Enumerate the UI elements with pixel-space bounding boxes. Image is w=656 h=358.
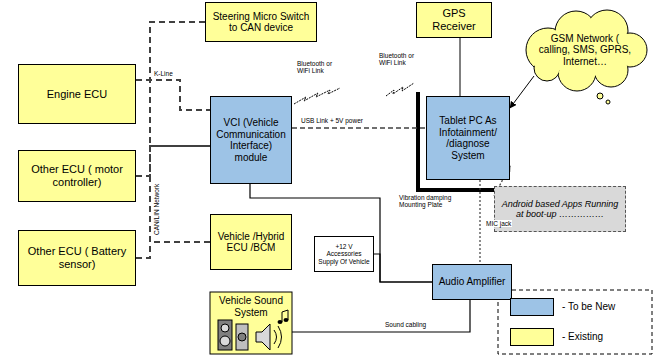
link-label: Bluetooth or WiFi Link — [378, 52, 422, 67]
legend-swatch — [510, 298, 554, 316]
sound-system-box — [221, 324, 229, 332]
node-text: +12 V Accessories Supply Of Vehicle — [318, 243, 370, 265]
bus-line — [136, 146, 210, 176]
connector-label: K-Line — [153, 70, 174, 77]
plate-label: Vibration damping Mounting Plate — [398, 194, 466, 209]
node-text: Steering Micro Switch to CAN device — [209, 11, 313, 34]
sound-system-box — [238, 333, 246, 341]
sound-system-box — [256, 324, 270, 350]
vci-box: VCI (Vehicle Communication Interface) mo… — [210, 96, 292, 184]
ecu-box: Engine ECU — [18, 64, 136, 124]
usb-line — [292, 127, 426, 129]
supply-box: +12 V Accessories Supply Of Vehicle — [314, 236, 374, 272]
bus-label: CAN/LIN Network — [153, 183, 160, 236]
network-cloud-shape — [527, 11, 646, 90]
apps-note: Android based Apps Running at boot-up ……… — [494, 186, 626, 232]
sound-system-box — [218, 320, 232, 350]
kline-line — [136, 80, 210, 110]
connector-label: MIC jack — [485, 220, 512, 227]
sound-system-box — [284, 318, 289, 322]
power-wire — [374, 254, 432, 282]
network-cloud: GSM Network ( calling, SMS, GPRS, Intern… — [522, 12, 648, 88]
gps-box: GPS Receiver — [416, 2, 492, 38]
node-text: Other ECU ( Battery sensor) — [22, 245, 132, 270]
bus-line — [150, 22, 210, 146]
node-text: Other ECU ( motor controller) — [22, 163, 132, 188]
sound-system-box — [278, 320, 283, 324]
connector-label: USB Link + 5V power — [300, 117, 364, 124]
sound-system-box — [210, 292, 292, 354]
legend-swatch — [510, 328, 554, 346]
wireless-link — [386, 83, 414, 96]
legend-frame — [498, 290, 652, 354]
sound-cable — [292, 300, 470, 332]
mounting-plate — [418, 92, 512, 190]
legend-frame — [498, 290, 652, 354]
node-text: Vehicle /Hybrid ECU /BCM — [214, 231, 288, 254]
connector-label: Sound cabling — [384, 321, 427, 328]
sound-system-box — [274, 326, 282, 348]
ecu-box: Vehicle /Hybrid ECU /BCM — [210, 214, 292, 270]
tablet-box: Tablet PC As Infotainment/ /diagnose Sys… — [426, 96, 510, 180]
legend-text: - Existing — [562, 331, 603, 342]
mounting-plate — [418, 92, 512, 190]
node-text: GSM Network ( calling, SMS, GPRS, Intern… — [538, 33, 632, 68]
wireless-link — [294, 88, 340, 104]
node-text: Engine ECU — [47, 88, 108, 101]
network-cloud-shape — [597, 93, 603, 99]
network-cloud-shape — [606, 100, 610, 104]
sound-system-box — [236, 324, 248, 350]
switch-box: Steering Micro Switch to CAN device — [205, 2, 317, 42]
network-cloud-shape — [526, 10, 647, 104]
node-text: VCI (Vehicle Communication Interface) mo… — [214, 117, 288, 163]
ecu-box: Other ECU ( Battery sensor) — [18, 230, 136, 286]
amplifier-box: Audio Amplifier — [432, 264, 512, 300]
node-text: Vehicle Sound System — [213, 295, 289, 318]
node-text: Audio Amplifier — [439, 276, 506, 288]
bus-line — [136, 146, 210, 258]
sound-system-box — [282, 310, 288, 322]
antenna-line — [460, 38, 461, 96]
sound-system-box — [210, 292, 292, 354]
network-arrow — [510, 76, 534, 108]
node-text: Android based Apps Running at boot-up ……… — [498, 199, 622, 220]
bus-line — [150, 146, 210, 242]
node-text: GPS Receiver — [420, 7, 488, 32]
mic-line — [479, 180, 480, 264]
sound-system-box — [220, 336, 230, 346]
wireless-link — [294, 83, 414, 104]
sound-system-box: Vehicle Sound System — [210, 292, 292, 354]
legend-text: - To be New — [562, 301, 615, 312]
link-label: Bluetooth or WiFi Link — [296, 60, 338, 75]
network-cloud-shape — [526, 10, 647, 91]
ecu-box: Other ECU ( motor controller) — [18, 150, 136, 202]
node-text: Tablet PC As Infotainment/ /diagnose Sys… — [430, 115, 506, 161]
